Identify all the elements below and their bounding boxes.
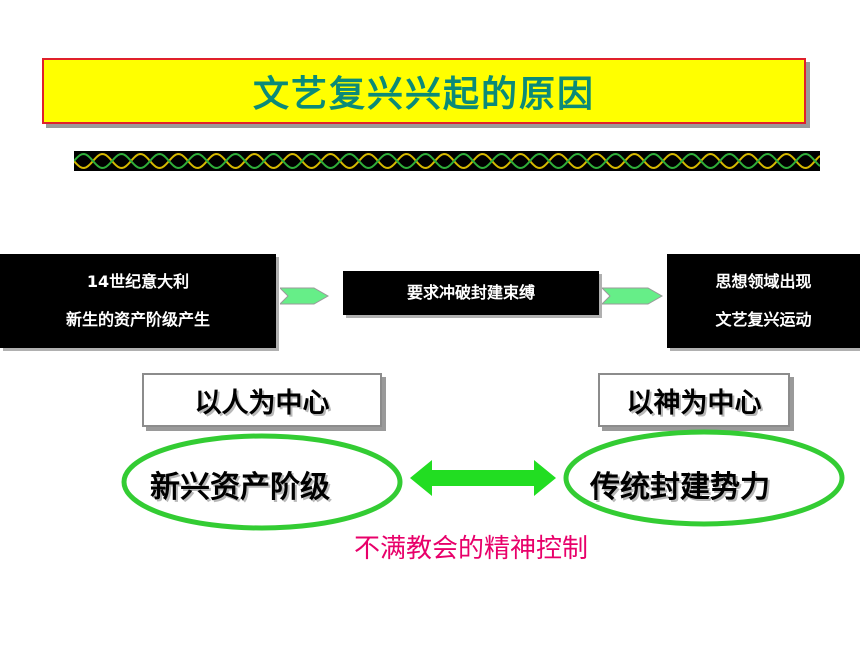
title-banner: 文艺复兴兴起的原因 [42,58,806,124]
flow-arrow-2 [602,287,664,305]
feudal-ellipse [563,429,845,527]
bourgeoisie-text: 新兴资产阶级 [150,470,330,505]
cause-line-1: 14世纪意大利 [86,272,190,291]
theocentrism-label: 以神为中心 [598,373,790,427]
conflict-note: 不满教会的精神控制 [354,534,589,564]
demand-text: 要求冲破封建束缚 [406,283,535,302]
decorative-wave-divider [74,151,820,171]
page-title: 文艺复兴兴起的原因 [252,74,595,115]
result-line-1: 思想领域出现 [715,272,812,291]
theocentrism-text: 以神为中心 [626,387,762,419]
result-box: 思想领域出现 文艺复兴运动 [667,254,860,348]
demand-box: 要求冲破封建束缚 [343,271,599,315]
cause-box: 14世纪意大利 新生的资产阶级产生 [0,254,276,348]
feudal-text: 传统封建势力 [590,470,770,505]
humanism-label: 以人为中心 [142,373,382,427]
humanism-text: 以人为中心 [194,387,330,419]
result-line-2: 文艺复兴运动 [715,310,812,329]
flow-arrow-1 [280,287,330,305]
bourgeoisie-ellipse [121,433,403,531]
cause-line-2: 新生的资产阶级产生 [65,310,210,329]
conflict-double-arrow [410,460,556,496]
